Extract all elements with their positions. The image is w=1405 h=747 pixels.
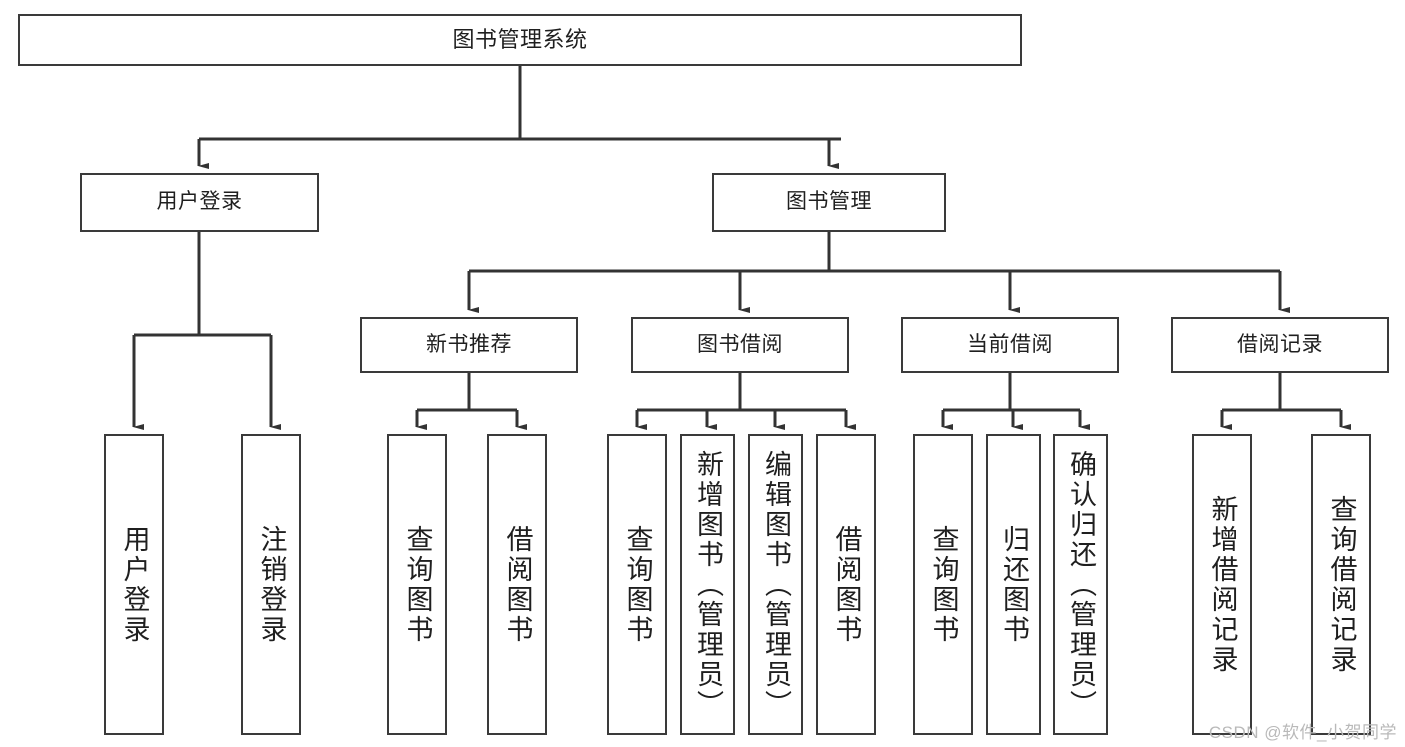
node-leaf-return-book-label: 归还图书 <box>999 524 1029 645</box>
node-root[interactable]: 图书管理系统 <box>18 14 1022 66</box>
node-leaf-query-book-1[interactable]: 查询图书 <box>387 434 447 735</box>
node-new-book-recommend-label: 新书推荐 <box>426 332 512 356</box>
node-current-borrow-label: 当前借阅 <box>967 332 1053 356</box>
node-user-login[interactable]: 用户登录 <box>80 173 319 232</box>
node-leaf-query-book-3-label: 查询图书 <box>928 524 959 645</box>
node-leaf-logout-label: 注销登录 <box>256 524 287 645</box>
node-leaf-query-book-1-label: 查询图书 <box>402 524 433 645</box>
node-leaf-edit-book[interactable]: 编辑图书（管理员） <box>748 434 803 735</box>
node-leaf-add-book-label: 新增图书（管理员） <box>693 449 723 720</box>
node-leaf-add-book[interactable]: 新增图书（管理员） <box>680 434 735 735</box>
node-book-management-label: 图书管理 <box>786 190 872 214</box>
node-leaf-borrow-book-2[interactable]: 借阅图书 <box>816 434 876 735</box>
node-leaf-add-record-label: 新增借阅记录 <box>1207 494 1238 675</box>
node-leaf-return-book[interactable]: 归还图书 <box>986 434 1041 735</box>
node-leaf-borrow-book-1-label: 借阅图书 <box>502 524 533 645</box>
node-new-book-recommend[interactable]: 新书推荐 <box>360 317 578 373</box>
node-root-label: 图书管理系统 <box>452 27 588 53</box>
node-leaf-edit-book-label: 编辑图书（管理员） <box>761 449 791 720</box>
node-leaf-confirm-return[interactable]: 确认归还（管理员） <box>1053 434 1108 735</box>
node-user-login-label: 用户登录 <box>156 190 243 214</box>
csdn-watermark: CSDN @软件_小贺同学 <box>1208 723 1397 742</box>
node-leaf-query-book-2-label: 查询图书 <box>622 524 653 645</box>
node-leaf-add-record[interactable]: 新增借阅记录 <box>1192 434 1252 735</box>
node-book-borrow-label: 图书借阅 <box>697 332 783 356</box>
node-current-borrow[interactable]: 当前借阅 <box>901 317 1119 373</box>
node-leaf-user-login[interactable]: 用户登录 <box>104 434 164 735</box>
node-book-management[interactable]: 图书管理 <box>712 173 946 232</box>
node-book-borrow[interactable]: 图书借阅 <box>631 317 849 373</box>
node-leaf-borrow-book-2-label: 借阅图书 <box>831 524 862 645</box>
node-leaf-query-record[interactable]: 查询借阅记录 <box>1311 434 1371 735</box>
node-leaf-logout[interactable]: 注销登录 <box>241 434 301 735</box>
node-leaf-confirm-return-label: 确认归还（管理员） <box>1066 449 1096 720</box>
node-leaf-query-book-3[interactable]: 查询图书 <box>913 434 973 735</box>
node-borrow-record[interactable]: 借阅记录 <box>1171 317 1389 373</box>
node-leaf-user-login-label: 用户登录 <box>119 524 150 645</box>
node-leaf-borrow-book-1[interactable]: 借阅图书 <box>487 434 547 735</box>
node-leaf-query-book-2[interactable]: 查询图书 <box>607 434 667 735</box>
node-borrow-record-label: 借阅记录 <box>1237 332 1323 356</box>
node-leaf-query-record-label: 查询借阅记录 <box>1326 494 1357 675</box>
